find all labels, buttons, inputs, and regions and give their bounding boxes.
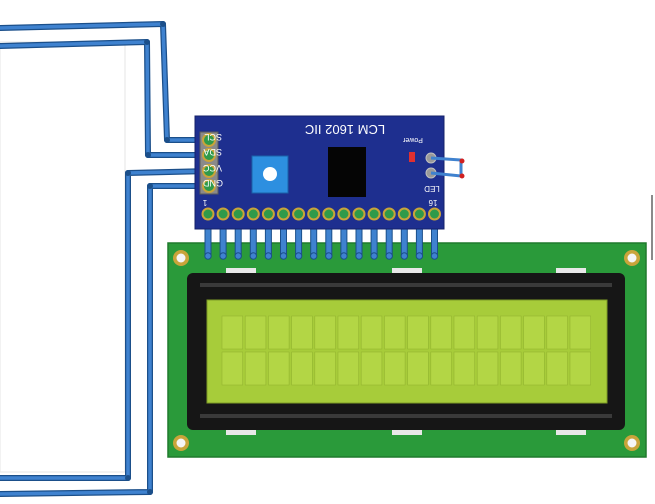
lcd-char-cell: [221, 351, 244, 386]
lcd-char-cell: [430, 315, 452, 350]
controller-board-edge: [0, 41, 126, 473]
led-label: LED: [424, 184, 440, 193]
header-pin-tip: [234, 252, 242, 260]
lcd-char-cell: [314, 351, 336, 386]
lcd-char-cell: [500, 315, 522, 350]
wire-gnd[interactable]: [0, 183, 213, 497]
power-label: Power: [402, 136, 423, 143]
header-pin-tip: [400, 252, 408, 260]
i2c-backpack-module[interactable]: SCL SDA VCC GND LCM 1602 IIC Power LED 1…: [194, 115, 465, 230]
pin-number-first: 1: [202, 198, 207, 207]
i2c-pin-header: [199, 131, 219, 195]
header-pin-tip: [385, 252, 393, 260]
header-pin-tip: [340, 252, 348, 260]
header-pin-tip: [294, 252, 303, 260]
header-pin-tip: [310, 252, 318, 260]
module-pad: [322, 207, 336, 221]
module-pad: [277, 207, 290, 221]
module-pad: [201, 207, 215, 221]
module-pin-pads: [201, 207, 441, 221]
lcd-char-cell: [360, 315, 383, 350]
header-pin-tip: [279, 252, 288, 260]
header-pin-tip: [249, 252, 258, 260]
lcd-char-cell: [384, 351, 406, 386]
lcd-char-cell: [500, 351, 522, 386]
lcd-char-cell: [546, 315, 568, 350]
wire-vcc[interactable]: [0, 168, 213, 481]
lcd-character-grid: [221, 315, 592, 386]
header-pin-tip: [264, 252, 273, 260]
lcd-screen: [206, 299, 608, 404]
mounting-holes: [173, 250, 640, 451]
pin-gnd[interactable]: [202, 179, 216, 193]
module-pad: [261, 207, 275, 221]
lcd-char-cell: [244, 351, 267, 386]
lcd-char-cell: [430, 351, 452, 386]
header-pin-tip: [415, 252, 424, 260]
bezel-tabs: [226, 268, 586, 435]
pin-label-gnd: GND: [203, 178, 224, 188]
lcd-char-cell: [476, 351, 499, 386]
lcd-char-cell: [268, 351, 290, 386]
module-pad: [292, 207, 306, 221]
wire-sda[interactable]: [0, 39, 213, 158]
lcd-char-cell: [569, 351, 592, 386]
wire-scl[interactable]: [0, 21, 213, 143]
pin-label-scl: SCL: [204, 132, 222, 142]
header-pin-tip: [325, 252, 333, 260]
module-pad: [397, 207, 411, 221]
module-pad: [412, 207, 426, 221]
lcd-char-cell: [314, 315, 336, 350]
lcd-char-cell: [384, 315, 406, 350]
pin-scl[interactable]: [202, 133, 216, 147]
pin-vcc[interactable]: [202, 164, 216, 178]
header-pin-tip: [219, 252, 227, 260]
lcd-char-cell: [546, 351, 568, 386]
lcd-char-cell: [337, 315, 360, 350]
lcd-char-cell: [569, 315, 592, 350]
module-title: LCM 1602 IIC: [305, 122, 385, 137]
module-pad: [352, 207, 366, 221]
power-led-icon: [409, 152, 415, 162]
lcd-char-cell: [407, 351, 429, 386]
module-pad: [246, 207, 260, 221]
module-pad: [367, 207, 381, 221]
lcd-char-cell: [476, 315, 499, 350]
lcd-char-cell: [291, 351, 313, 386]
pin-label-vcc: VCC: [202, 163, 222, 173]
module-pad: [337, 207, 351, 221]
header-pin-tip: [430, 252, 439, 260]
lcd-char-cell: [523, 351, 545, 386]
module-pad: [231, 207, 245, 221]
lcd-char-cell: [453, 351, 476, 386]
lcd-char-cell: [291, 315, 313, 350]
lcd-1602-display[interactable]: [167, 242, 647, 458]
lcd-char-cell: [221, 315, 244, 350]
pin-number-last: 16: [428, 198, 437, 207]
lcd-char-cell: [407, 315, 429, 350]
lcd-char-cell: [523, 315, 545, 350]
module-pad: [382, 207, 396, 221]
contrast-potentiometer-icon[interactable]: [251, 155, 289, 194]
led-jumper[interactable]: [425, 152, 465, 179]
lcd-char-cell: [360, 351, 383, 386]
lcd-char-cell: [244, 315, 267, 350]
module-pad: [428, 207, 441, 221]
wires: [0, 21, 213, 497]
pin-sda[interactable]: [202, 148, 216, 162]
pin-label-sda: SDA: [203, 147, 222, 157]
lcd-char-cell: [268, 315, 290, 350]
header-pin-tip: [370, 252, 378, 260]
header-pin-tip: [204, 252, 212, 260]
module-pad: [216, 207, 230, 221]
lcd-char-cell: [337, 351, 360, 386]
i2c-chip: [328, 147, 366, 197]
module-pad: [307, 207, 321, 221]
lcd-char-cell: [453, 315, 476, 350]
header-pin-tip: [355, 252, 363, 260]
